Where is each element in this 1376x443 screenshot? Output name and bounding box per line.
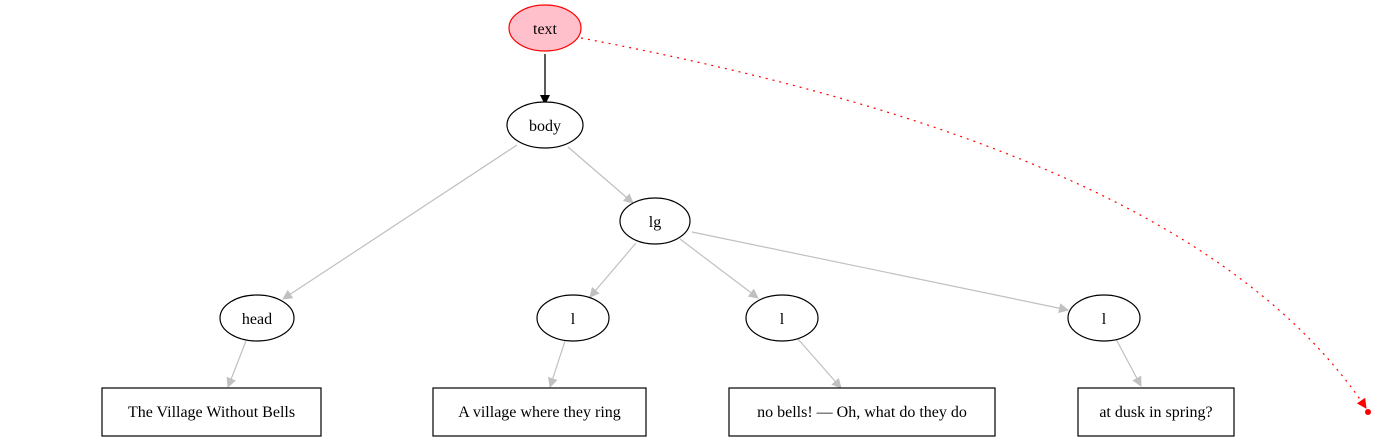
node-head-label: head bbox=[242, 311, 272, 328]
edge-head-text bbox=[226, 340, 247, 388]
node-l-2[interactable]: l bbox=[745, 294, 819, 342]
node-lg[interactable]: lg bbox=[619, 197, 691, 245]
edge-lg-l3 bbox=[691, 231, 1069, 314]
node-head-text[interactable]: The Village Without Bells bbox=[101, 387, 322, 437]
node-l-3-text[interactable]: at dusk in spring? bbox=[1077, 387, 1235, 437]
edge-body-head bbox=[282, 144, 518, 300]
edge-lg-l2 bbox=[679, 238, 759, 299]
edge-l2-text bbox=[797, 338, 842, 389]
edge-l3-text bbox=[1115, 338, 1142, 387]
red-endpoint-dot bbox=[1365, 409, 1371, 415]
edge-l1-text bbox=[548, 340, 566, 388]
node-body-label: body bbox=[529, 118, 561, 135]
node-l-3-label: l bbox=[1102, 311, 1107, 328]
node-head-text-label: The Village Without Bells bbox=[128, 404, 295, 421]
node-l-2-text[interactable]: no bells! — Oh, what do they do bbox=[728, 387, 996, 437]
node-l-1-text-label: A village where they ring bbox=[458, 404, 621, 421]
node-text-label: text bbox=[533, 21, 558, 38]
node-l-3[interactable]: l bbox=[1067, 294, 1141, 342]
edge-lg-l1 bbox=[589, 242, 637, 298]
node-body[interactable]: body bbox=[506, 101, 584, 149]
edges bbox=[226, 37, 1371, 415]
edge-text-offscreen-dotted bbox=[580, 37, 1367, 409]
edge-body-lg bbox=[567, 146, 634, 204]
node-l-3-text-label: at dusk in spring? bbox=[1099, 404, 1212, 421]
node-l-2-text-label: no bells! — Oh, what do they do bbox=[757, 404, 967, 421]
nodes: text body lg head l l l The Vill bbox=[101, 4, 1235, 437]
node-l-1[interactable]: l bbox=[536, 294, 610, 342]
node-text[interactable]: text bbox=[508, 4, 582, 52]
node-lg-label: lg bbox=[649, 214, 661, 231]
node-head[interactable]: head bbox=[219, 294, 295, 342]
node-l-2-label: l bbox=[780, 311, 785, 328]
node-l-1-text[interactable]: A village where they ring bbox=[432, 387, 647, 437]
node-l-1-label: l bbox=[571, 311, 576, 328]
